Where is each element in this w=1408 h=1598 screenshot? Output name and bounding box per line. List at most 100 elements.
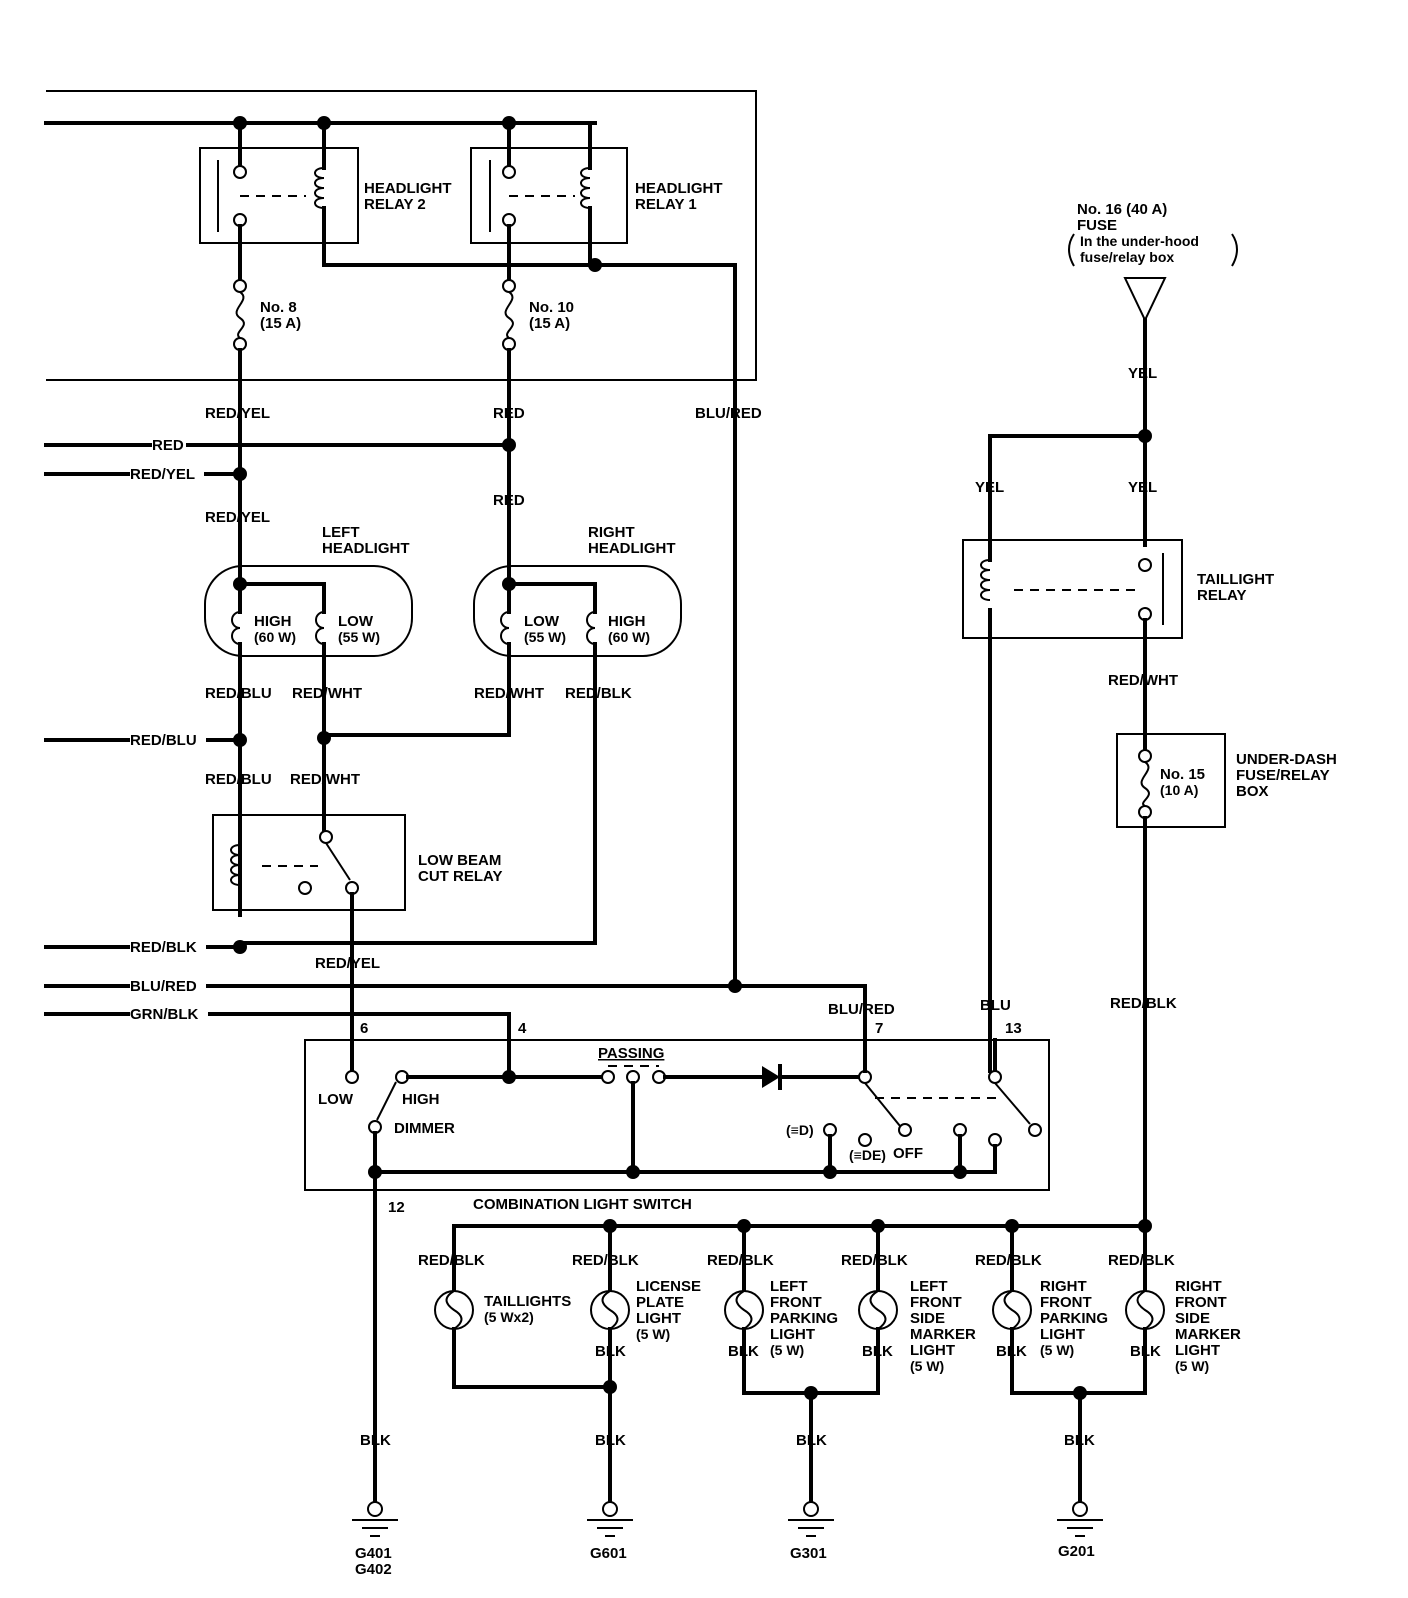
wire-label-blk-g401: BLK	[360, 1432, 391, 1449]
wire-label-yel-1: YEL	[1128, 365, 1157, 382]
left-high-beam-label-2: (60 W)	[254, 629, 296, 645]
wire-label-blk-g301: BLK	[796, 1432, 827, 1449]
passing-label: PASSING	[598, 1045, 664, 1062]
switch-off-label: OFF	[893, 1145, 923, 1162]
lf-marker-label-2: FRONT	[910, 1294, 962, 1311]
taillight-relay-label-2: RELAY	[1197, 587, 1246, 604]
rf-parking-label-1: RIGHT	[1040, 1278, 1087, 1295]
ground-g301: G301	[788, 1501, 834, 1562]
left-headlight-title-1: LEFT	[322, 524, 360, 541]
taillight-relay: TAILLIGHT RELAY	[962, 539, 1274, 639]
rf-marker-label-2: FRONT	[1175, 1294, 1227, 1311]
lf-marker-label-3: SIDE	[910, 1310, 945, 1327]
wire-label-red-blk-lamp-5: RED/BLK	[975, 1252, 1042, 1269]
fuse-no16-label-2: FUSE	[1077, 217, 1117, 234]
right-front-side-marker-lamp: RIGHT FRONT SIDE MARKER LIGHT (5 W)	[1125, 1278, 1241, 1374]
taillights-lamp: TAILLIGHTS (5 Wx2)	[434, 1290, 571, 1330]
left-headlight-title-2: HEADLIGHT	[322, 540, 410, 557]
rf-marker-label-3: SIDE	[1175, 1310, 1210, 1327]
rf-marker-label-5: LIGHT	[1175, 1342, 1220, 1359]
wire-label-blk-rf-parking: BLK	[996, 1343, 1027, 1360]
ground-g402-label: G402	[355, 1561, 392, 1578]
fuse-no16: No. 16 (40 A) FUSE In the under-hood fus…	[1068, 201, 1238, 323]
fuse-no16-label-3: In the under-hood	[1080, 233, 1199, 249]
ground-g401-g402: G401 G402	[352, 1501, 398, 1578]
fuse-no10-label-1: No. 10	[529, 299, 574, 316]
under-dash-box-label-3: BOX	[1236, 783, 1269, 800]
wire-label-red-2: RED	[493, 492, 525, 509]
wire-label-yel-2: YEL	[975, 479, 1004, 496]
wire-label-blu-red-pin7: BLU/RED	[828, 1001, 895, 1018]
headlight-position-symbol: (≡D)	[786, 1122, 814, 1138]
wire-label-red-left: RED	[152, 437, 184, 454]
wire-label-blk-rf-marker: BLK	[1130, 1343, 1161, 1360]
dimmer-label: DIMMER	[394, 1120, 455, 1137]
low-beam-cut-relay-label-1: LOW BEAM	[418, 852, 501, 869]
pin-13-label: 13	[1005, 1020, 1022, 1037]
ground-g201: G201	[1057, 1501, 1103, 1560]
wire-label-blu-red-left: BLU/RED	[130, 978, 197, 995]
rf-marker-label-6: (5 W)	[1175, 1358, 1209, 1374]
lf-marker-label-1: LEFT	[910, 1278, 948, 1295]
taillights-label-2: (5 Wx2)	[484, 1309, 534, 1325]
relay2-label-1: HEADLIGHT	[364, 180, 452, 197]
right-high-beam-label-2: (60 W)	[608, 629, 650, 645]
right-headlight-title-2: HEADLIGHT	[588, 540, 676, 557]
wire-label-blk-g201: BLK	[1064, 1432, 1095, 1449]
license-plate-label-2: PLATE	[636, 1294, 684, 1311]
pin-4-label: 4	[518, 1020, 527, 1037]
left-headlight: LEFT HEADLIGHT HIGH (60 W) LOW (55 W)	[204, 524, 413, 657]
fuse-no15-label-2: (10 A)	[1160, 782, 1198, 798]
fuse-no15-label-1: No. 15	[1160, 766, 1205, 783]
wire-label-red-blk-tail: RED/BLK	[1110, 995, 1177, 1012]
rf-marker-label-1: RIGHT	[1175, 1278, 1222, 1295]
license-plate-lamp: LICENSE PLATE LIGHT (5 W)	[590, 1278, 701, 1342]
combination-light-switch-label: COMBINATION LIGHT SWITCH	[473, 1196, 692, 1213]
fuse-no16-label-1: No. 16 (40 A)	[1077, 201, 1167, 218]
taillight-relay-label-1: TAILLIGHT	[1197, 571, 1274, 588]
right-front-parking-lamp: RIGHT FRONT PARKING LIGHT (5 W)	[992, 1278, 1108, 1358]
fuse-no10-label-2: (15 A)	[529, 315, 570, 332]
headlight-relay-2: HEADLIGHT RELAY 2	[199, 121, 452, 264]
right-headlight: RIGHT HEADLIGHT LOW (55 W) HIGH (60 W)	[473, 524, 682, 657]
fuse-no8: No. 8 (15 A)	[233, 279, 301, 351]
rf-parking-label-3: PARKING	[1040, 1310, 1108, 1327]
wire-label-red-yel-left: RED/YEL	[130, 466, 195, 483]
wire-label-red-1: RED	[493, 405, 525, 422]
wire-label-red-blk-lamp-6: RED/BLK	[1108, 1252, 1175, 1269]
wire-label-red-wht-2: RED/WHT	[474, 685, 544, 702]
left-front-side-marker-lamp: LEFT FRONT SIDE MARKER LIGHT (5 W)	[858, 1278, 976, 1374]
rf-parking-label-5: (5 W)	[1040, 1342, 1074, 1358]
wire-label-blu-red-top: BLU/RED	[695, 405, 762, 422]
ground-g601: G601	[587, 1501, 633, 1562]
lf-marker-label-6: (5 W)	[910, 1358, 944, 1374]
wire-label-red-blk-left: RED/BLK	[130, 939, 197, 956]
right-low-beam-label-2: (55 W)	[524, 629, 566, 645]
wire-label-red-blk-lamp-3: RED/BLK	[707, 1252, 774, 1269]
parking-position-symbol: (≡DE)	[849, 1147, 886, 1163]
pin-12-label: 12	[388, 1199, 405, 1216]
under-dash-box-label-2: FUSE/RELAY	[1236, 767, 1330, 784]
license-plate-label-1: LICENSE	[636, 1278, 701, 1295]
wire-label-grn-blk-left: GRN/BLK	[130, 1006, 198, 1023]
taillights-label-1: TAILLIGHTS	[484, 1293, 571, 1310]
right-high-beam-label-1: HIGH	[608, 613, 646, 630]
lf-parking-label-4: LIGHT	[770, 1326, 815, 1343]
wire-label-blk-lf-marker: BLK	[862, 1343, 893, 1360]
fuse-no10: No. 10 (15 A)	[502, 279, 574, 351]
wire-label-red-blk-1: RED/BLK	[565, 685, 632, 702]
upper-fuse-relay-box	[46, 90, 757, 381]
wire-label-red-wht-tail: RED/WHT	[1108, 672, 1178, 689]
rf-parking-label-2: FRONT	[1040, 1294, 1092, 1311]
license-plate-label-3: LIGHT	[636, 1310, 681, 1327]
left-high-beam-label-1: HIGH	[254, 613, 292, 630]
lamp-supply-bus	[452, 1224, 1147, 1264]
wire-label-red-blk-lamp-2: RED/BLK	[572, 1252, 639, 1269]
wire-label-red-yel-1: RED/YEL	[205, 405, 270, 422]
relay2-label-2: RELAY 2	[364, 196, 426, 213]
lf-parking-label-3: PARKING	[770, 1310, 838, 1327]
combination-light-switch: 6 4 7 13 PASSING LOW HIGH DIMMER (≡D) (≡	[304, 1020, 1050, 1216]
ground-g201-label: G201	[1058, 1543, 1095, 1560]
wire-label-red-yel-2: RED/YEL	[205, 509, 270, 526]
wire-label-red-yel-3: RED/YEL	[315, 955, 380, 972]
